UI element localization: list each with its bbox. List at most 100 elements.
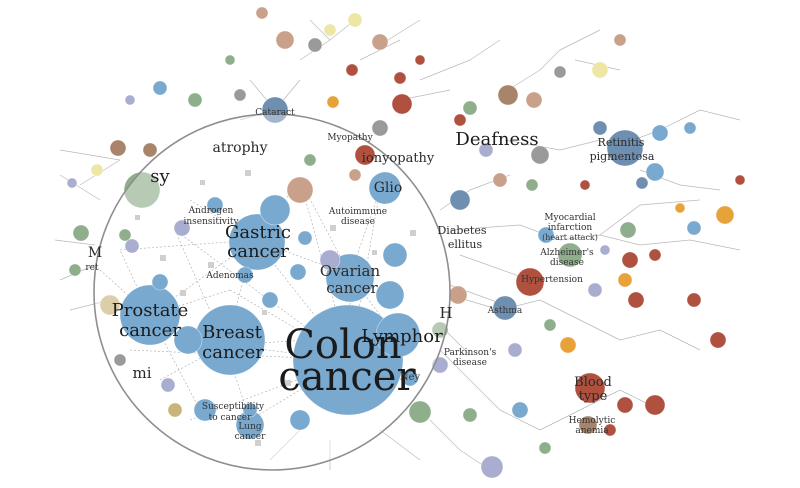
marker [372, 250, 377, 255]
node [142, 142, 158, 158]
node [233, 88, 247, 102]
node [616, 396, 634, 414]
node [617, 272, 633, 288]
node [289, 263, 307, 281]
node [323, 23, 337, 37]
node [538, 441, 552, 455]
node [118, 228, 132, 242]
node [382, 242, 408, 268]
label-cardiomyopathy: ionyopathy [362, 151, 435, 166]
node [242, 402, 258, 418]
node [124, 238, 140, 254]
node-colon-cancer [292, 304, 404, 416]
outer-nodes [66, 6, 746, 479]
node-glioma [368, 171, 402, 205]
node [319, 249, 341, 271]
node [124, 94, 136, 106]
label-atrophy: atrophy [213, 140, 268, 156]
node [592, 120, 608, 136]
label-partial-h: H [439, 304, 452, 322]
node-cardiomyopathy [354, 144, 376, 166]
node [261, 291, 279, 309]
label-cataract: Cataract [255, 108, 295, 118]
node-lymphoma [375, 312, 421, 358]
node [543, 318, 557, 332]
node [371, 119, 389, 137]
label-partial-ret: ret [85, 263, 99, 273]
label-prostate-cancer: Prostate [112, 300, 189, 321]
label-lung-cancer: Lung [238, 422, 262, 432]
label-ovarian-cancer: Ovarian [320, 262, 381, 280]
node [297, 230, 313, 246]
label-androgen-2: insensitivity [183, 217, 239, 227]
label-retinitis-2: pigmentosa [590, 150, 655, 163]
node [160, 377, 176, 393]
node [574, 372, 606, 404]
node [599, 244, 611, 256]
node [255, 6, 269, 20]
label-androgen: Androgen [188, 206, 234, 216]
node [261, 96, 289, 124]
node [515, 267, 545, 297]
node [462, 407, 478, 423]
label-susceptibility: Susceptibility [202, 402, 265, 412]
marker [160, 255, 166, 261]
marker [245, 170, 251, 176]
label-myocardial: Myocardial [544, 213, 595, 223]
node [206, 196, 224, 214]
node [557, 242, 583, 268]
label-asthma: Asthma [487, 306, 523, 316]
node [530, 145, 550, 165]
node [578, 415, 598, 435]
node [449, 189, 471, 211]
node-labels: Colon cancer Breast cancer Prostate canc… [85, 108, 655, 442]
marker [285, 380, 291, 386]
node [113, 353, 127, 367]
label-lung-cancer-2: cancer [235, 432, 267, 442]
label-partial-ney: Ney [400, 372, 421, 383]
node [480, 455, 504, 479]
node [307, 37, 323, 53]
node [224, 54, 236, 66]
node [303, 153, 317, 167]
label-myocardial-3: (heart attack) [542, 233, 598, 242]
node [579, 179, 591, 191]
marker [200, 180, 205, 185]
label-ovarian-cancer-2: cancer [326, 279, 378, 297]
label-partial-mi: mi [132, 364, 151, 382]
label-lymphoma: Lymphor [361, 326, 443, 347]
node [686, 292, 702, 308]
node [587, 282, 603, 298]
node [348, 168, 362, 182]
label-alzheimer: Alzheimer's [539, 248, 594, 258]
marker [262, 310, 267, 315]
node [66, 177, 78, 189]
node-prostate-cancer [119, 284, 181, 346]
label-partial-m: M [88, 245, 102, 261]
node [167, 402, 183, 418]
label-colon-cancer: Colon [284, 322, 401, 368]
node [621, 251, 639, 269]
node [109, 139, 127, 157]
node [492, 172, 508, 188]
node [173, 325, 203, 355]
node-gastric-cancer [228, 213, 286, 271]
marker [208, 262, 214, 268]
label-colon-cancer-2: cancer [278, 354, 416, 400]
node [275, 30, 295, 50]
node [345, 63, 359, 77]
label-hemolytic: Hemolytic [569, 416, 616, 426]
node [259, 194, 291, 226]
node [497, 84, 519, 106]
node [375, 280, 405, 310]
node [492, 295, 518, 321]
node [393, 71, 407, 85]
label-breast-cancer-2: cancer [202, 342, 264, 363]
node [709, 331, 727, 349]
node [686, 220, 702, 236]
label-parkinson: Parkinson's [444, 348, 497, 358]
label-hypertension: Hypertension [521, 275, 583, 285]
label-adenomas: Adenomas [205, 271, 254, 281]
node [401, 369, 419, 387]
